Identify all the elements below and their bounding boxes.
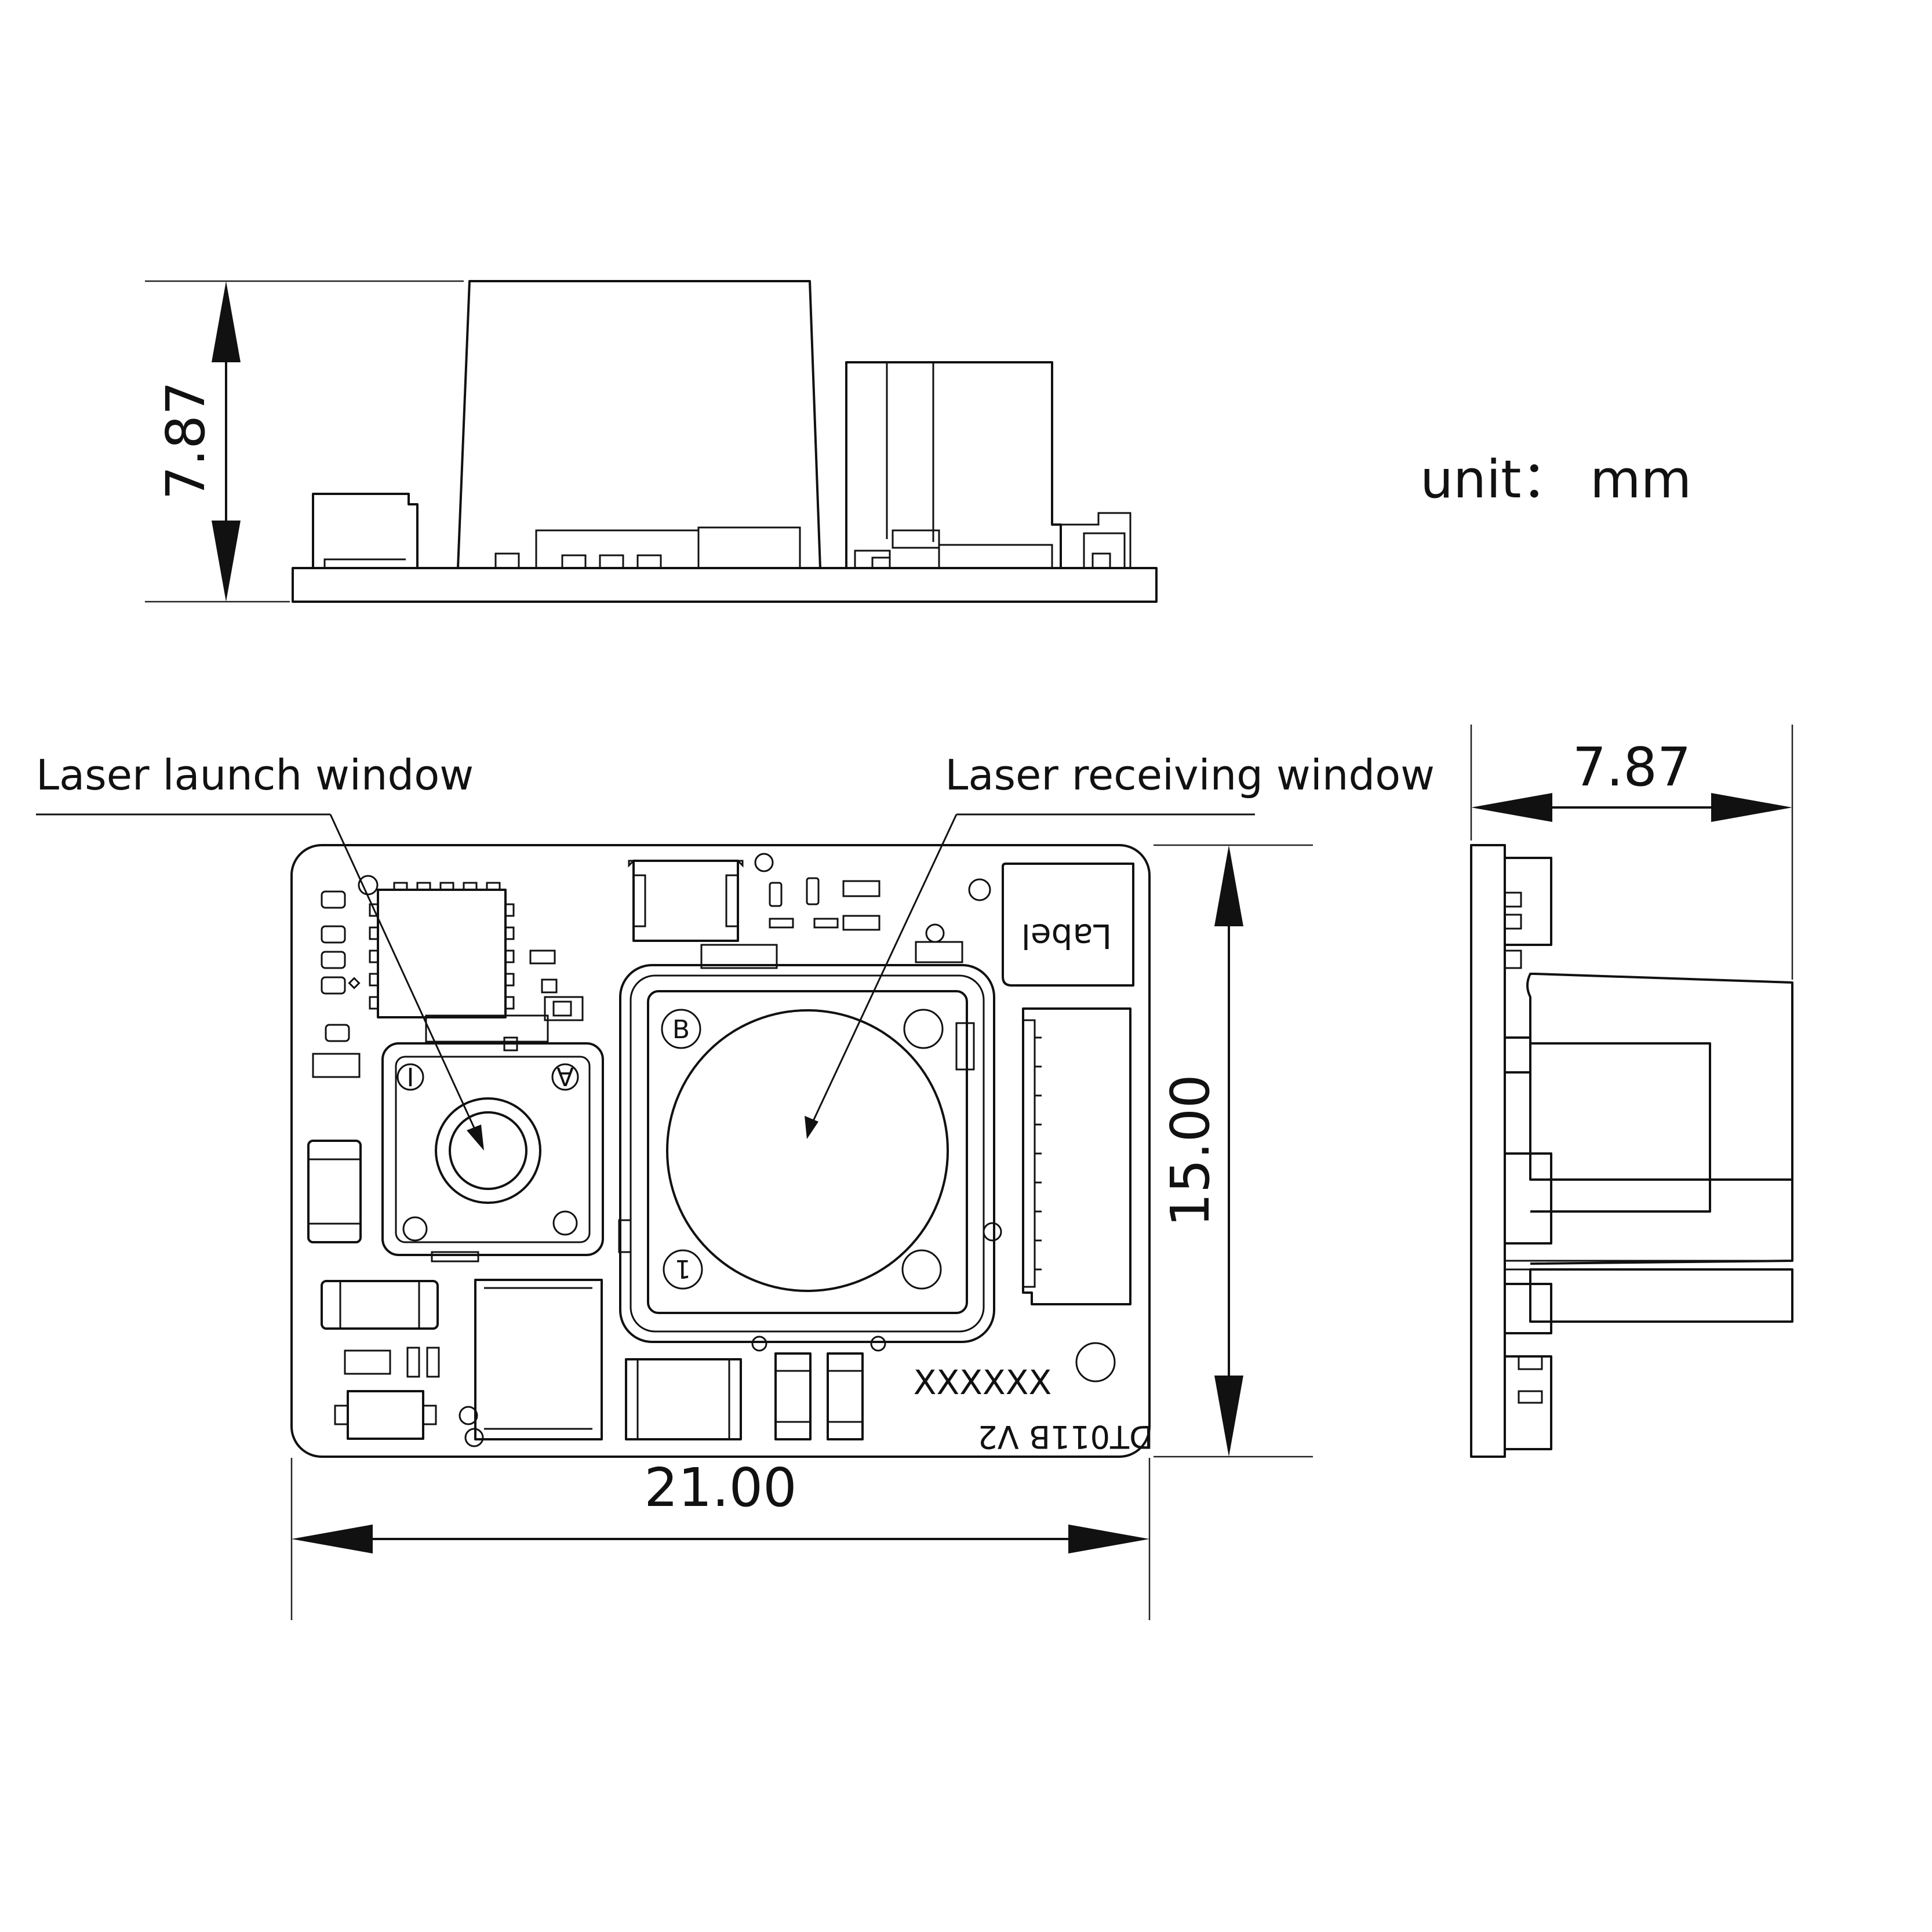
pcb-top <box>290 844 1151 1458</box>
callout-launch-label: Laser launch window <box>36 751 474 799</box>
receiver-housing-outer <box>619 964 995 1343</box>
dim-depth: 15.00 <box>1154 844 1313 1458</box>
side-connector <box>312 493 419 568</box>
elevation-view: 7.87 <box>145 280 1158 603</box>
pcb-side <box>292 567 1158 603</box>
receiving-lens <box>666 1009 949 1292</box>
launch-lens-outer <box>435 1097 541 1204</box>
transmitter-holder <box>381 1042 604 1256</box>
pad-i-mark: I <box>407 1063 414 1093</box>
dim-depth-label: 15.00 <box>1159 1074 1221 1227</box>
plan-view: I A B 1 <box>290 844 1154 1458</box>
end-view <box>1470 844 1793 1458</box>
dim-side-thickness-label: 7.87 <box>1573 736 1691 798</box>
callout-launch-window: Laser launch window <box>36 751 484 1151</box>
end-receiver-housing <box>1526 973 1793 1181</box>
dim-side-thickness: 7.87 <box>1470 725 1793 980</box>
pad-1-mark: 1 <box>675 1254 691 1283</box>
label-text: Label <box>1021 916 1112 956</box>
fpc-connector <box>1022 1007 1131 1305</box>
serial-mark: XXXXXX <box>914 1363 1051 1402</box>
receiver-housing-inner <box>647 990 968 1314</box>
unit-label: unit： mm <box>1420 449 1691 510</box>
dim-height-label: 7.87 <box>155 381 217 500</box>
ic-chip <box>377 889 507 1018</box>
label-area <box>1002 863 1134 987</box>
launch-lens-inner <box>449 1111 527 1190</box>
dim-width: 21.00 <box>290 1457 1151 1620</box>
callout-receiving-label: Laser receiving window <box>945 751 1435 799</box>
pad-a-mark: A <box>556 1061 574 1091</box>
pcb-edge <box>1470 844 1506 1458</box>
model-mark: DT011B V2 <box>977 1418 1153 1455</box>
pad-b-mark: B <box>672 1015 690 1045</box>
callout-receiving-window: Laser receiving window <box>805 751 1435 1139</box>
dim-width-label: 21.00 <box>644 1457 796 1519</box>
launcher-housing-side <box>845 361 1062 568</box>
receiver-housing-side <box>457 280 821 569</box>
